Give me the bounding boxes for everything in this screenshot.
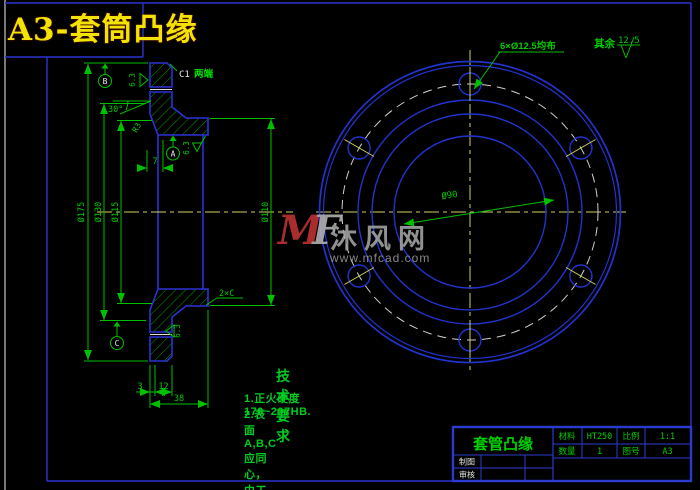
dim-3: 3 bbox=[137, 382, 142, 392]
fillet-label: R3 bbox=[131, 121, 144, 134]
part-title: 套管凸缘 bbox=[472, 435, 533, 453]
roughness-value-bottom: 6.3 bbox=[173, 324, 182, 338]
watermark-logo-f: F bbox=[312, 207, 341, 254]
qty-label: 数量 bbox=[558, 446, 576, 456]
dim-dia115: Ø115 bbox=[110, 202, 121, 222]
scale-label: 比例 bbox=[622, 431, 639, 441]
watermark-url: www.mfcad.com bbox=[330, 251, 431, 265]
roughness-value-mid: 6.3 bbox=[182, 141, 191, 155]
datum-symbols: B A C bbox=[98, 63, 180, 350]
qty-value: 1 bbox=[597, 447, 602, 457]
holes-note: 6×Ø12.5均布 bbox=[500, 40, 556, 52]
dim-12: 12 bbox=[158, 382, 168, 392]
chamfer-label: C1 bbox=[179, 70, 190, 80]
page-title: A3-套筒凸缘 bbox=[8, 12, 198, 48]
roughness-marks bbox=[139, 72, 206, 338]
bore-dim-line bbox=[403, 197, 555, 227]
datum-c-label: C bbox=[115, 339, 120, 348]
tech-req-item: 2.表面A,B,C应同心，由工艺保证。 bbox=[244, 409, 277, 490]
side-dimensions bbox=[84, 62, 275, 408]
roughness-labels: 6.3 6.3 6.3 bbox=[128, 73, 191, 338]
roughness-symbol-mid bbox=[191, 135, 206, 153]
side-dimension-labels: Ø175 Ø130 Ø115 Ø110 7 3 12 38 2×C 30° R3… bbox=[76, 68, 271, 404]
dim-dia90: Ø90 bbox=[441, 189, 459, 202]
material-value: HT250 bbox=[587, 432, 613, 442]
datum-a-label: A bbox=[171, 150, 176, 159]
surface-note-prefix: 其余 bbox=[594, 37, 615, 50]
tech-req-item: 1.正火硬度170~207HB. bbox=[244, 393, 312, 418]
surface-note: 其余 12.5 bbox=[594, 36, 640, 59]
row-draw-label: 制图 bbox=[459, 457, 475, 467]
row-check-label: 审核 bbox=[459, 470, 475, 480]
tech-req-title: 技术要求 bbox=[276, 368, 294, 444]
dim-dia110: Ø110 bbox=[260, 202, 271, 222]
roughness-value-top: 6.3 bbox=[128, 73, 137, 87]
dim-38: 38 bbox=[174, 394, 184, 404]
dim-7: 7 bbox=[152, 157, 157, 167]
holes-leader bbox=[473, 51, 564, 90]
bolt-hole-centermarks bbox=[344, 67, 596, 357]
bolt-hole-section-lines bbox=[150, 89, 172, 335]
dim-dia130: Ø130 bbox=[93, 202, 104, 222]
section-hatch-areas bbox=[149, 62, 209, 362]
angle-label: 30° bbox=[108, 105, 123, 115]
side-view bbox=[97, 62, 293, 362]
chamfer2-label: 2×C bbox=[219, 289, 234, 299]
front-view: Ø90 6×Ø12.5均布 bbox=[316, 40, 626, 374]
title-block: 套管凸缘 材料 HT250 比例 1:1 数量 1 图号 A3 制图 审核 bbox=[451, 425, 693, 483]
roughness-symbol-bottom bbox=[165, 324, 175, 338]
chamfer-note: 两端 bbox=[194, 68, 214, 80]
watermark-name: 沐风网 bbox=[330, 224, 432, 254]
roughness-symbol-top bbox=[139, 72, 149, 88]
surface-note-symbol bbox=[617, 36, 640, 59]
datum-b-label: B bbox=[103, 77, 108, 86]
surface-note-value: 12.5 bbox=[618, 36, 640, 46]
drawing-no-value: A3 bbox=[662, 447, 672, 457]
watermark-logo-m: M bbox=[278, 207, 323, 254]
watermark: MF 沐风网 www.mfcad.com bbox=[278, 211, 438, 273]
material-label: 材料 bbox=[558, 431, 576, 441]
watermark-logo: MF bbox=[278, 211, 341, 251]
scale-value: 1:1 bbox=[660, 432, 675, 442]
dim-dia175: Ø175 bbox=[76, 202, 87, 222]
drawing-no-label: 图号 bbox=[622, 446, 639, 456]
